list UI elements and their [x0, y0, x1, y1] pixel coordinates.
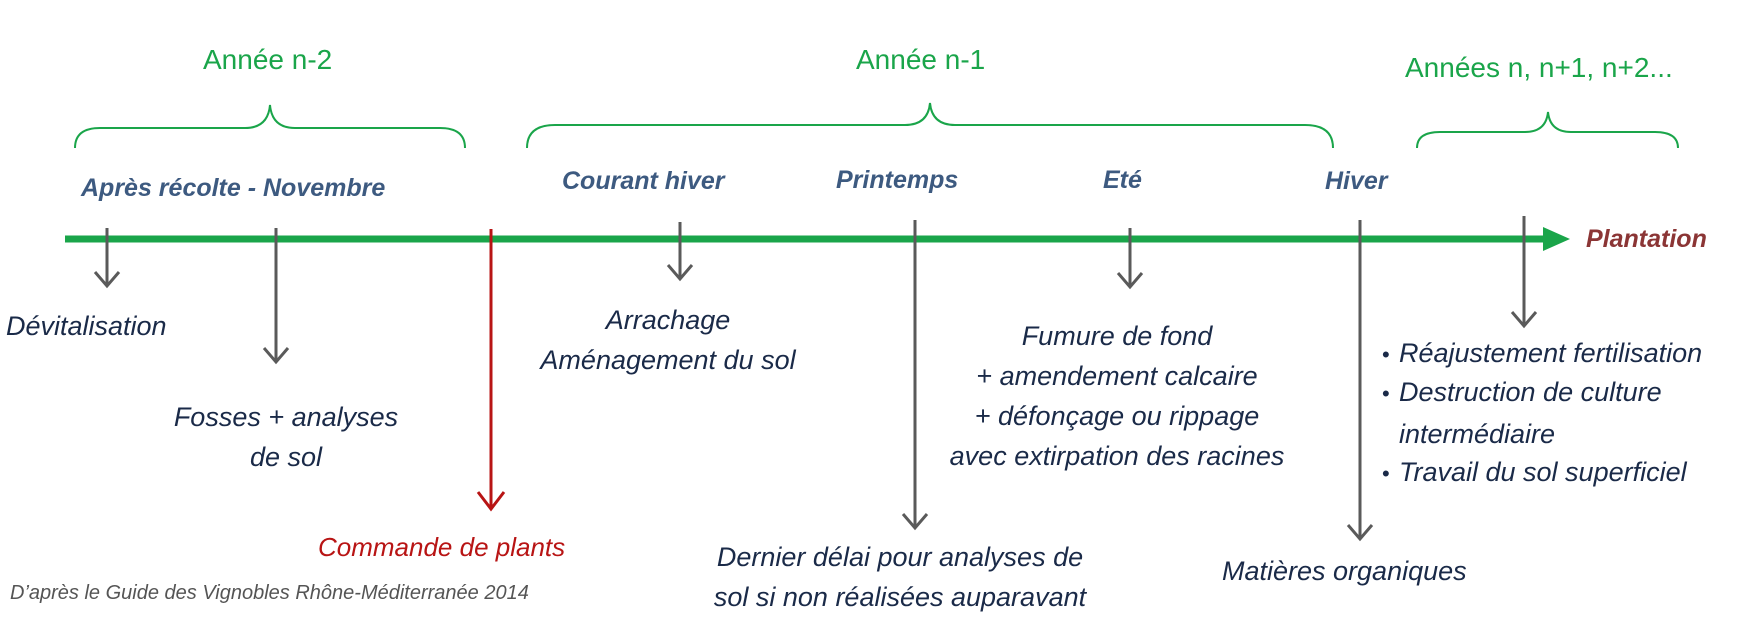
arrow-commande	[476, 229, 506, 512]
season-winter: Hiver	[1325, 167, 1388, 195]
arrow-fumure	[1116, 228, 1144, 290]
bullet-dot: •	[1382, 461, 1390, 486]
task-matieres: Matières organiques	[1222, 556, 1467, 586]
task-dernier-line1: Dernier délai pour analyses de	[716, 542, 1084, 572]
arrow-fosses	[262, 228, 290, 365]
season-after-harvest: Après récolte - Novembre	[81, 174, 386, 202]
arrow-arrachage	[666, 222, 694, 282]
brace-year-n	[1416, 111, 1679, 149]
bullet-text: Destruction de culture	[1399, 377, 1662, 407]
season-summer: Eté	[1103, 166, 1142, 194]
season-winter-course: Courant hiver	[562, 167, 725, 195]
task-fosses: Fosses + analyses de sol	[166, 397, 406, 477]
arrow-dernier-delai	[901, 220, 929, 531]
task-fumure-line2: + amendement calcaire	[976, 361, 1258, 391]
task-dernier-delai: Dernier délai pour analyses de sol si no…	[680, 537, 1120, 617]
season-spring: Printemps	[836, 166, 959, 194]
task-fumure-line3: + défonçage ou rippage	[974, 401, 1260, 431]
brace-year-n1	[526, 102, 1334, 149]
task-arrachage-line2: Aménagement du sol	[540, 345, 796, 375]
task-fumure-line1: Fumure de fond	[1021, 321, 1213, 351]
task-fosses-line1: Fosses + analyses	[173, 402, 399, 432]
bullet-item-2: • Destruction de culture intermédiaire	[1382, 372, 1662, 454]
bullet-item-3: • Travail du sol superficiel	[1382, 452, 1687, 494]
task-dernier-line2: sol si non réalisées auparavant	[713, 582, 1087, 612]
arrow-matieres	[1346, 220, 1374, 542]
source-credit: D’après le Guide des Vignobles Rhône-Méd…	[10, 582, 529, 604]
task-commande-plants: Commande de plants	[318, 532, 566, 562]
task-fosses-line2: de sol	[249, 442, 323, 472]
task-arrachage-line1: Arrachage	[605, 305, 731, 335]
plantation-label: Plantation	[1586, 225, 1707, 253]
bullet-item-1: • Réajustement fertilisation	[1382, 333, 1702, 375]
year-n-label: Années n, n+1, n+2...	[1405, 52, 1673, 83]
arrow-plantation-tasks	[1510, 216, 1538, 329]
task-devitalisation: Dévitalisation	[6, 311, 167, 341]
task-fumure: Fumure de fond + amendement calcaire + d…	[922, 316, 1312, 476]
bullet-text: Travail du sol superficiel	[1399, 457, 1687, 487]
bullet-text-cont: intermédiaire	[1399, 419, 1556, 449]
arrow-devitalisation	[93, 228, 121, 289]
bullet-text: Réajustement fertilisation	[1399, 338, 1703, 368]
bullet-dot: •	[1382, 381, 1390, 406]
timeline-arrowhead	[1543, 227, 1570, 251]
task-fumure-line4: avec extirpation des racines	[949, 441, 1285, 471]
bullet-dot: •	[1382, 342, 1390, 367]
brace-year-n2	[74, 104, 466, 149]
year-n2-label: Année n-2	[203, 44, 333, 75]
task-arrachage: Arrachage Aménagement du sol	[520, 300, 816, 380]
year-n1-label: Année n-1	[856, 44, 986, 75]
